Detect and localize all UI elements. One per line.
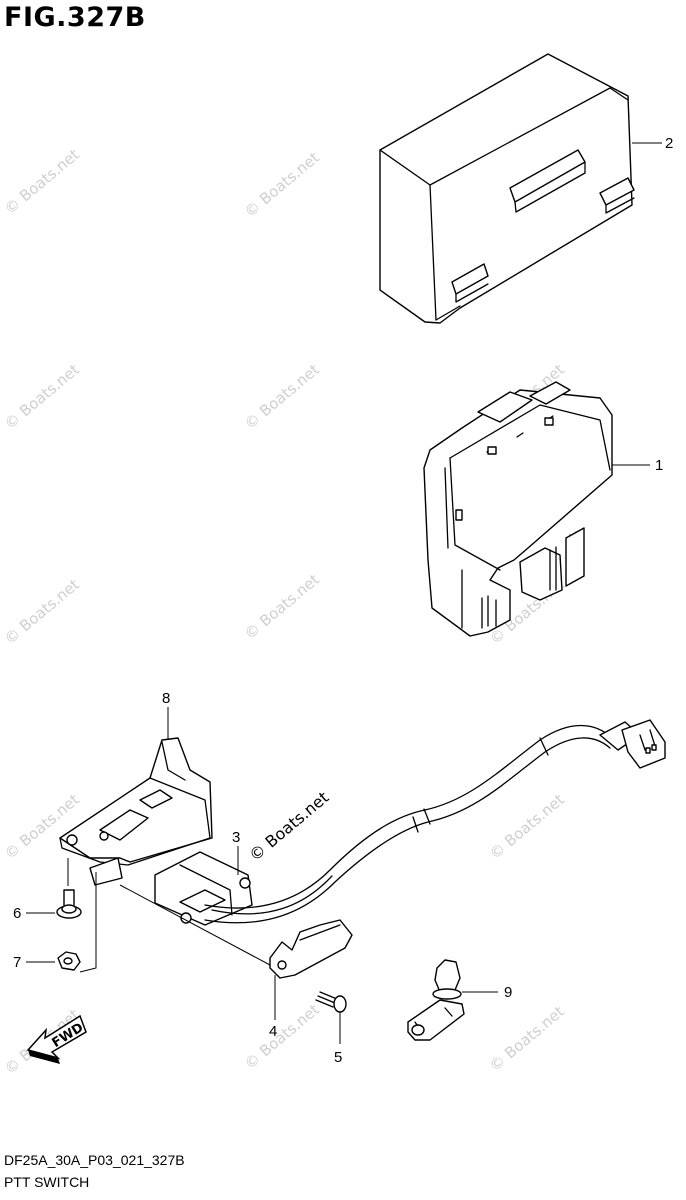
part-9-clip	[407, 959, 465, 1041]
fwd-arrow-icon: FWD	[26, 1014, 87, 1064]
watermark: © Boats.net	[486, 1002, 568, 1075]
callout-9: 9	[504, 984, 512, 1001]
part-3-switch-harness	[154, 719, 666, 926]
watermark: © Boats.net	[241, 570, 323, 643]
callout-8: 8	[162, 690, 170, 707]
watermark: © Boats.net	[1, 145, 83, 218]
callout-3: 3	[232, 829, 240, 846]
callout-5: 5	[334, 1049, 342, 1066]
part-7-nut	[57, 951, 81, 971]
watermark: © Boats.net	[241, 148, 323, 221]
callout-6: 6	[13, 905, 21, 922]
watermark: © Boats.net	[1, 575, 83, 648]
figure-title: FIG.327B	[4, 2, 146, 33]
figure-description: PTT SWITCH	[4, 1174, 90, 1190]
part-1-relay	[423, 381, 613, 637]
part-4-plate	[269, 919, 353, 979]
part-2-cover	[379, 53, 635, 324]
figure-code: DF25A_30A_P03_021_327B	[4, 1152, 185, 1168]
callout-2: 2	[665, 135, 673, 152]
assembly-guides	[67, 858, 271, 973]
watermark-dark: © Boats.net	[245, 788, 332, 865]
callout-7: 7	[13, 954, 21, 971]
watermark: © Boats.net	[1, 790, 83, 863]
watermark: © Boats.net	[241, 360, 323, 433]
watermark: © Boats.net	[486, 790, 568, 863]
part-5-screw	[315, 991, 347, 1013]
callout-4: 4	[269, 1023, 277, 1040]
watermark: © Boats.net	[241, 1000, 323, 1073]
callout-1: 1	[655, 457, 663, 474]
part-8-bracket	[59, 737, 213, 886]
part-6-bolt	[56, 889, 82, 919]
watermark: © Boats.net	[1, 360, 83, 433]
